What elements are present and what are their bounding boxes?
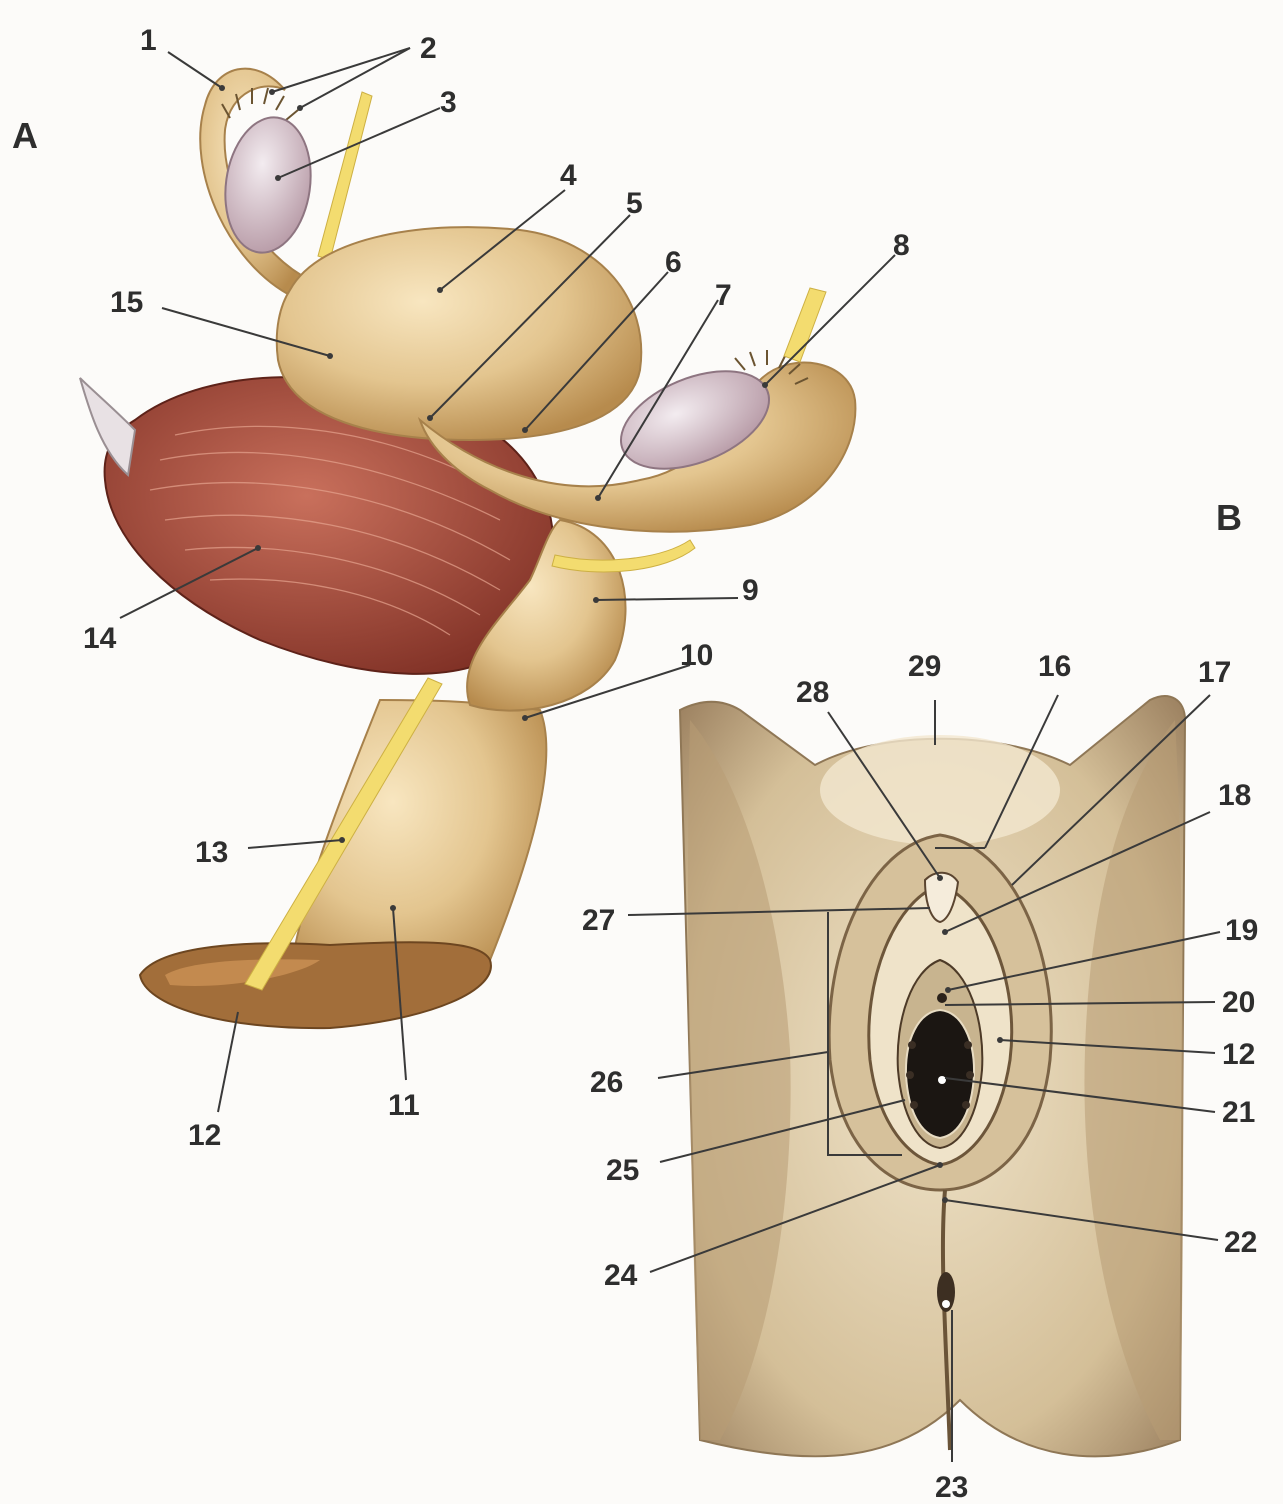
label-24: 24 (604, 1259, 638, 1292)
label-28: 28 (796, 676, 829, 709)
label-1: 1 (140, 24, 157, 57)
label-27: 27 (582, 904, 615, 937)
label-9: 9 (742, 574, 759, 607)
left-suspensory-ligament (318, 92, 372, 260)
label-25: 25 (606, 1154, 639, 1187)
label-21: 21 (1222, 1096, 1255, 1129)
panel-b-illustration (680, 696, 1185, 1456)
label-22: 22 (1224, 1226, 1257, 1259)
label-15: 15 (110, 286, 143, 319)
urethral-orifice (937, 993, 947, 1003)
label-12-b: 12 (1222, 1038, 1255, 1071)
label-16: 16 (1038, 650, 1071, 683)
label-17: 17 (1198, 656, 1231, 689)
label-12-a: 12 (188, 1119, 221, 1152)
label-14: 14 (83, 622, 117, 655)
label-26: 26 (590, 1066, 623, 1099)
mons-pubis (820, 735, 1060, 845)
label-2: 2 (420, 32, 437, 65)
label-20: 20 (1222, 986, 1255, 1019)
label-6: 6 (665, 246, 682, 279)
panel-label-b: B (1216, 497, 1242, 538)
vestibule-marker (938, 1076, 946, 1084)
label-10: 10 (680, 639, 713, 672)
label-8: 8 (893, 229, 910, 262)
label-29: 29 (908, 650, 941, 683)
label-5: 5 (626, 187, 643, 220)
label-19: 19 (1225, 914, 1258, 947)
label-18: 18 (1218, 779, 1251, 812)
label-13: 13 (195, 836, 228, 869)
label-3: 3 (440, 86, 457, 119)
right-suspensory-ligament (784, 288, 826, 362)
label-7: 7 (715, 279, 732, 312)
label-23: 23 (935, 1471, 968, 1504)
label-11: 11 (388, 1089, 420, 1122)
panel-label-a: A (12, 115, 38, 156)
anus-highlight (942, 1300, 950, 1308)
label-4: 4 (560, 159, 577, 192)
vaginal-orifice (906, 1010, 974, 1138)
